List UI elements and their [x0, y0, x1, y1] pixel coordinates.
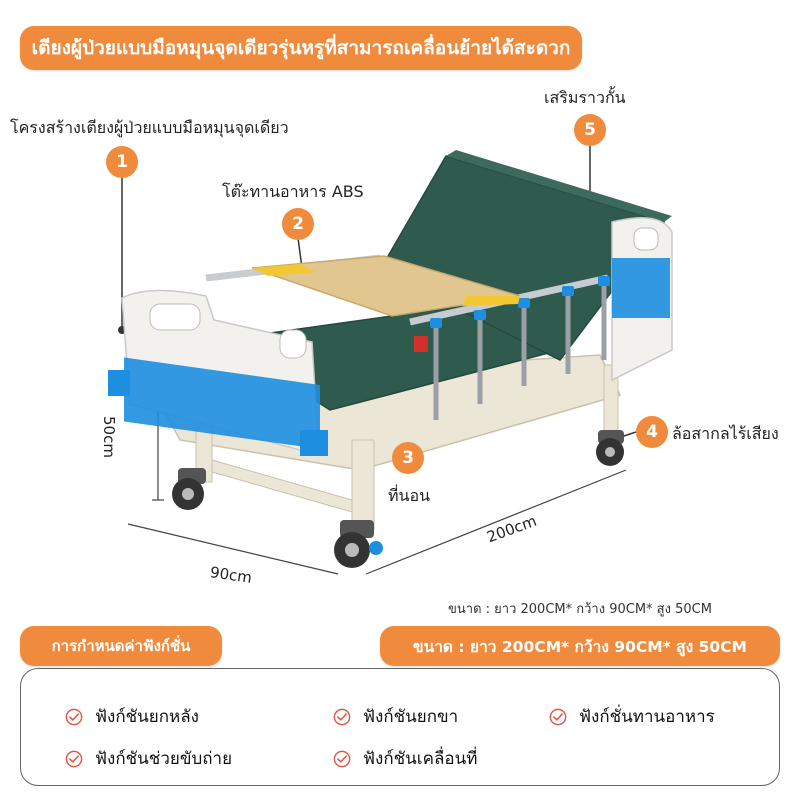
caster-wheel-right [596, 430, 624, 466]
callout-label-5: เสริมราวกั้น [544, 88, 626, 107]
function-item-mobility: ฟังก์ชันเคลื่อนที่ [333, 745, 477, 772]
callout-number-2: 2 [282, 208, 314, 240]
callout-number-3: 3 [392, 442, 424, 474]
callout-label-1: โครงสร้างเตียงผู้ป่วยแบบมือหมุนจุดเดียว [10, 118, 289, 137]
rear-headboard-handle [633, 227, 659, 251]
footboard-handle-left [149, 303, 201, 331]
corner-bumper-right [300, 430, 328, 456]
lower-crossbar [211, 459, 353, 513]
function-heading-pill: การกำหนดค่าฟังก์ชั่น [20, 626, 222, 666]
callout-number-5: 5 [574, 114, 606, 146]
check-circle-icon [333, 708, 351, 725]
size-heading-pill: ขนาด : ยาว 200CM* กว้าง 90CM* สูง 50CM [380, 626, 780, 666]
check-circle-icon [65, 750, 83, 767]
function-label: ฟังก์ชั่นทานอาหาร [579, 707, 715, 727]
callout-number-1: 1 [106, 146, 138, 178]
callout-number-4: 4 [636, 416, 668, 448]
callout-label-3: ที่นอน [388, 486, 431, 505]
caster-wheel-left [172, 468, 206, 510]
bed-illustration [108, 146, 673, 575]
footboard-handle-right [279, 329, 307, 359]
check-circle-icon [549, 708, 567, 725]
check-circle-icon [333, 750, 351, 767]
table-end-left [252, 264, 316, 276]
callout-label-4: ล้อสากลไร้เสียง [672, 424, 779, 443]
function-item-toilet: ฟังก์ชันช่วยขับถ่าย [65, 745, 232, 772]
function-label: ฟังก์ชันยกขา [363, 707, 459, 727]
caster-wheel-front [334, 520, 383, 568]
length-dimension-line [365, 469, 627, 575]
table-end-right [462, 296, 520, 306]
rail-release-button [414, 336, 428, 352]
function-item-dining: ฟังก์ชั่นทานอาหาร [549, 703, 715, 730]
front-leg [351, 439, 375, 531]
size-note: ขนาด : ยาว 200CM* กว้าง 90CM* สูง 50CM [448, 602, 712, 617]
rear-headboard-panel [612, 258, 670, 318]
corner-bumper-left [108, 370, 130, 396]
title-banner: เตียงผู้ป่วยแบบมือหมุนจุดเดียวรุ่นหรูที่… [20, 26, 582, 70]
function-list-box: ฟังก์ชันยกหลัง ฟังก์ชันยกขา ฟังก์ชั่นทาน… [20, 668, 780, 786]
size-heading: ขนาด : ยาว 200CM* กว้าง 90CM* สูง 50CM [413, 637, 747, 656]
function-heading: การกำหนดค่าฟังก์ชั่น [51, 637, 191, 655]
function-label: ฟังก์ชันเคลื่อนที่ [363, 749, 478, 769]
backrest-top [446, 150, 672, 222]
width-dimension-line [127, 523, 339, 575]
check-circle-icon [65, 708, 83, 725]
callout-label-2: โต๊ะทานอาหาร ABS [222, 182, 364, 201]
page-title: เตียงผู้ป่วยแบบมือหมุนจุดเดียวรุ่นหรูที่… [31, 37, 571, 59]
function-item-leg-lift: ฟังก์ชันยกขา [333, 703, 458, 730]
function-label: ฟังก์ชันช่วยขับถ่าย [95, 749, 233, 769]
footboard-blue-panel [124, 357, 320, 449]
height-dimension-label: 50cm [100, 416, 118, 458]
function-item-back-lift: ฟังก์ชันยกหลัง [65, 703, 199, 730]
function-label: ฟังก์ชันยกหลัง [95, 707, 199, 727]
